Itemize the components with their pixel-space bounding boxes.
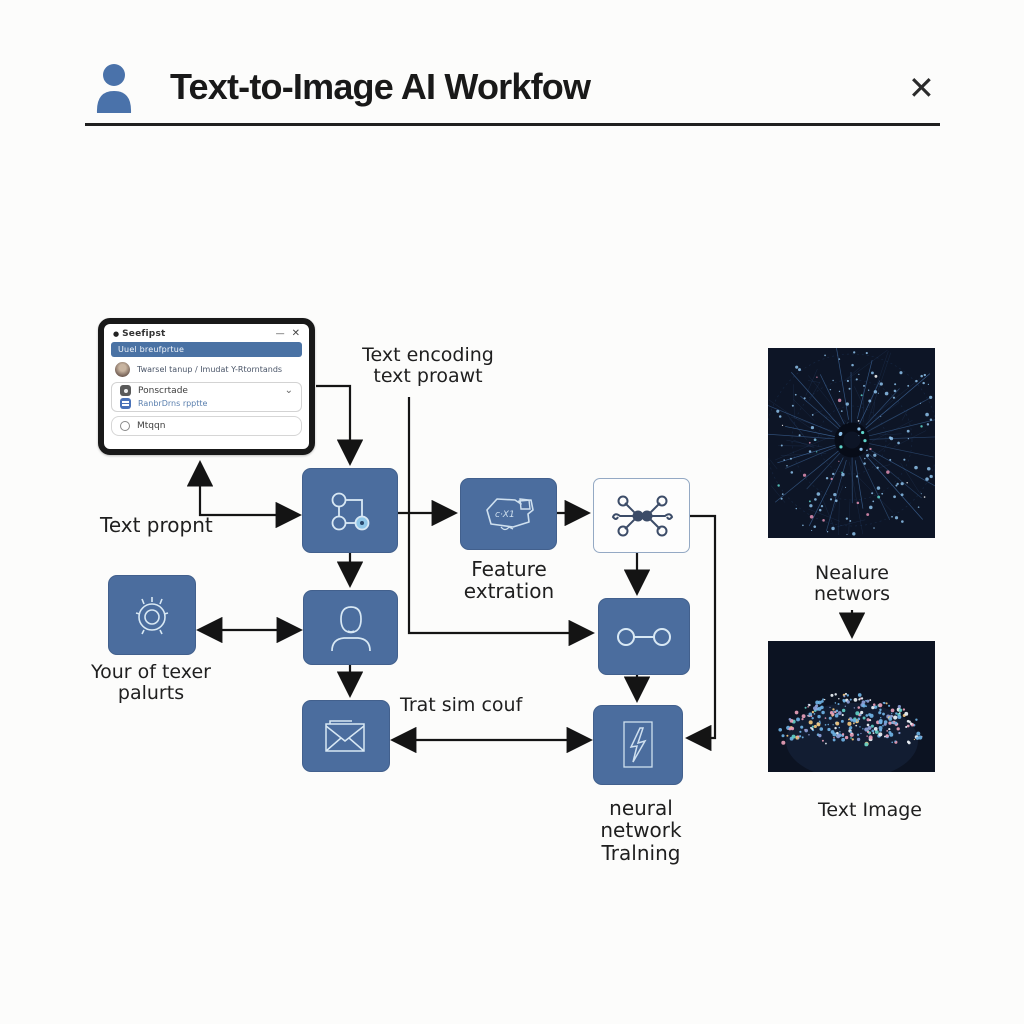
- flow-node-text-encoder: [593, 478, 690, 553]
- flow-node-feature-extraction: c·X1: [460, 478, 557, 550]
- graph-nodes-icon: [331, 492, 370, 530]
- header-divider: [85, 123, 940, 126]
- app-banner: Uuel breufprtue: [111, 342, 302, 357]
- app-window-titlebar: ● Seefipst — ✕: [104, 324, 309, 341]
- app-menu-group-2: Mtqqn: [111, 416, 302, 436]
- chevron-down-icon[interactable]: ⌄: [284, 385, 293, 396]
- label-text-prompt: Text propnt: [100, 513, 213, 537]
- page-title: Text-to-Image AI Workfow: [170, 66, 591, 107]
- app-window-mockup: ● Seefipst — ✕ Uuel breufprtue Twarsel t…: [98, 318, 315, 455]
- panel-icon: [120, 398, 131, 409]
- label-tower-of-text: Your of texer palurts: [91, 661, 211, 705]
- flow-node-tokenizer: [108, 575, 196, 655]
- flow-node-text-parsing: [302, 468, 398, 553]
- flow-node-message: [302, 700, 390, 772]
- label-text-encoding: Text encoding text proawt: [362, 344, 494, 388]
- label-nn-training: neural network Tralning: [600, 796, 682, 865]
- point-cloud-image: [768, 641, 935, 772]
- label-text-image: Text Image: [818, 799, 922, 821]
- small-avatar: [115, 362, 130, 377]
- lightning-icon: [623, 721, 653, 768]
- minimize-icon[interactable]: —: [275, 328, 285, 339]
- close-icon[interactable]: ✕: [908, 69, 935, 107]
- menu-item-label: Ponscrtade: [138, 385, 188, 396]
- link-nodes-icon: [617, 627, 671, 646]
- flow-node-user: [303, 590, 398, 665]
- app-window-title: Seefipst: [122, 328, 166, 339]
- app-user-text: Twarsel tanup / Imudat Y-Rtorntands: [137, 365, 283, 374]
- flow-node-mapping: [598, 598, 690, 675]
- sun-icon: [135, 597, 169, 635]
- label-feature-extraction: Feature extration: [463, 557, 555, 604]
- menu-item-2[interactable]: Mtqqn: [112, 417, 301, 435]
- envelope-icon: [325, 720, 365, 752]
- menu-item-label: Mtqqn: [137, 421, 166, 431]
- svg-text:c·X1: c·X1: [495, 510, 515, 520]
- menu-item-label: RanbrDrns rpptte: [138, 399, 208, 408]
- camera-icon: [120, 385, 131, 396]
- neural-network-image: [768, 348, 935, 538]
- user-avatar-icon: [92, 62, 136, 114]
- app-bullet-icon: ●: [113, 329, 120, 338]
- menu-item-1[interactable]: RanbrDrns rpptte: [112, 398, 301, 411]
- flow-node-training: [593, 705, 683, 785]
- label-nature-networks: Nealure networs: [813, 562, 891, 606]
- app-user-row: Twarsel tanup / Imudat Y-Rtorntands: [115, 362, 300, 377]
- feature-scribble-icon: c·X1: [485, 498, 534, 531]
- label-trait-sim: Trat sim couf: [400, 694, 523, 716]
- app-menu-group: Ponscrtade ⌄ RanbrDrns rpptte: [111, 382, 302, 412]
- clock-icon: [120, 421, 130, 431]
- person-icon: [330, 605, 371, 651]
- window-close-icon[interactable]: ✕: [291, 328, 300, 339]
- menu-item-0[interactable]: Ponscrtade ⌄: [112, 383, 301, 398]
- molecule-icon: [611, 495, 673, 536]
